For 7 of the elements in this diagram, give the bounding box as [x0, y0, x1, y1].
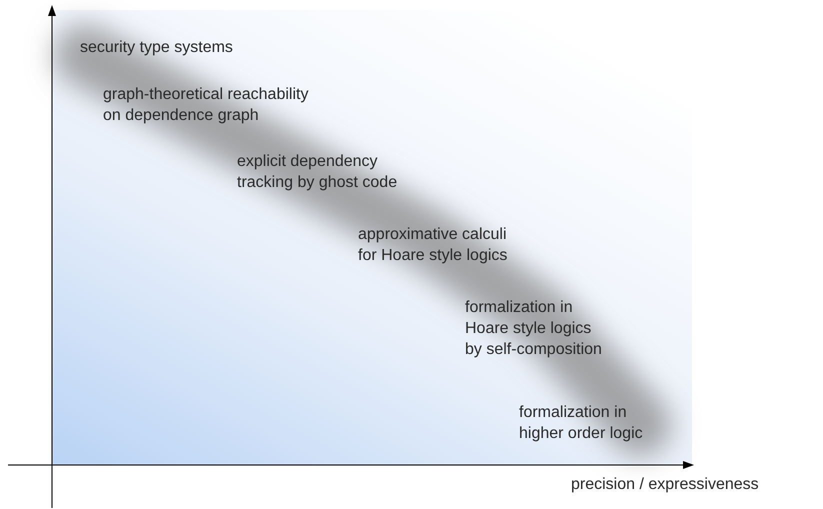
technique-label: security type systems: [80, 38, 233, 58]
technique-label: approximative calculi for Hoare style logics: [358, 225, 508, 266]
technique-label: explicit dependency tracking by ghost code: [237, 152, 398, 193]
technique-label: formalization in Hoare style logics by self-composition: [465, 298, 603, 360]
axis-label: precision / expressiveness: [571, 475, 759, 495]
technique-label: formalization in higher order logic: [519, 403, 644, 444]
technique-label: graph-theoretical reachability on dependence graph: [103, 85, 310, 126]
